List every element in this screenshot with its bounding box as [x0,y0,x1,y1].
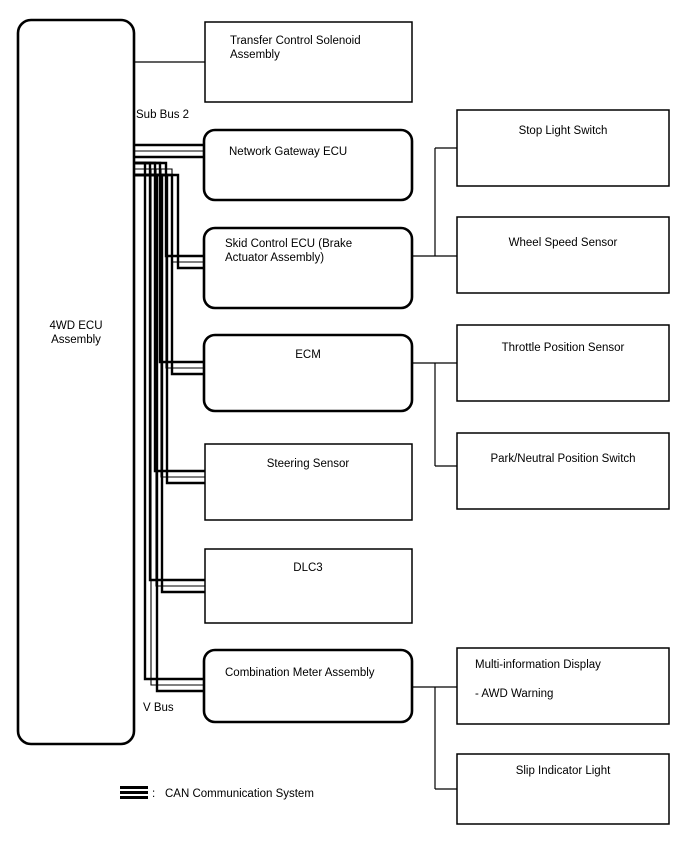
wire-combination-meter-branch [412,686,457,790]
node-skid-control-ecu[interactable]: Skid Control ECU (Brake Actuator Assembl… [202,226,414,310]
skid-control-ecu-box[interactable] [202,226,414,310]
node-slip-indicator-light[interactable]: Slip Indicator Light [456,753,670,825]
transfer-control-solenoid-box[interactable] [204,21,413,103]
sub-bus-2-label: Sub Bus 2 [136,109,189,121]
multi-information-display-label-line1: Multi-information Display [475,659,601,671]
throttle-position-sensor-label: Throttle Position Sensor [502,342,625,354]
combination-meter-label: Combination Meter Assembly [225,667,375,679]
legend: : CAN Communication System [120,786,314,800]
node-multi-information-display[interactable]: Multi-information Display - AWD Warning [456,647,670,725]
v-bus-label: V Bus [143,702,174,714]
node-combination-meter-assembly[interactable]: Combination Meter Assembly [202,648,414,724]
4wd-ecu-box[interactable] [16,18,136,746]
dlc3-box[interactable] [204,548,413,624]
node-network-gateway-ecu[interactable]: Network Gateway ECU [202,128,414,202]
node-stop-light-switch[interactable]: Stop Light Switch [456,109,670,187]
stop-light-switch-box[interactable] [456,109,670,187]
node-wheel-speed-sensor[interactable]: Wheel Speed Sensor [456,216,670,294]
wire-ecm-branch [412,362,457,467]
node-throttle-position-sensor[interactable]: Throttle Position Sensor [456,324,670,402]
can-bus-run-combination-meter [134,161,205,693]
node-ecm[interactable]: ECM [202,333,414,413]
slip-indicator-light-label: Slip Indicator Light [516,765,611,777]
can-bus-triple-line-symbol [120,786,148,799]
node-transfer-control-solenoid-assembly[interactable]: Transfer Control Solenoid Assembly [204,21,413,103]
node-4wd-ecu-assembly[interactable]: 4WD ECU Assembly [16,18,136,746]
park-neutral-position-switch-box[interactable] [456,432,670,510]
legend-separator: : [152,788,155,800]
ecm-box[interactable] [202,333,414,413]
multi-information-display-box[interactable] [456,647,670,725]
ecm-label: ECM [295,349,321,361]
wheel-speed-sensor-label: Wheel Speed Sensor [509,237,618,249]
steering-sensor-box[interactable] [204,443,413,521]
transfer-control-solenoid-label-line2: Assembly [230,49,280,61]
dlc3-label: DLC3 [293,562,322,574]
node-dlc3[interactable]: DLC3 [204,548,413,624]
node-park-neutral-position-switch[interactable]: Park/Neutral Position Switch [456,432,670,510]
wire-skid-control-branch [412,147,457,257]
legend-text: CAN Communication System [165,788,314,800]
wheel-speed-sensor-box[interactable] [456,216,670,294]
node-steering-sensor[interactable]: Steering Sensor [204,443,413,521]
skid-control-ecu-label-line2: Actuator Assembly) [225,252,324,264]
throttle-position-sensor-box[interactable] [456,324,670,402]
network-gateway-ecu-label: Network Gateway ECU [229,146,347,158]
network-gateway-ecu-box[interactable] [202,128,414,202]
combination-meter-box[interactable] [202,648,414,724]
slip-indicator-light-box[interactable] [456,753,670,825]
4wd-ecu-label-line1: 4WD ECU [49,320,102,332]
can-bus-run-network-gateway [134,143,205,159]
skid-control-ecu-label-line1: Skid Control ECU (Brake [225,238,352,250]
steering-sensor-label: Steering Sensor [267,458,350,470]
4wd-ecu-label-line2: Assembly [51,334,101,346]
transfer-control-solenoid-label-line1: Transfer Control Solenoid [230,35,361,47]
stop-light-switch-label: Stop Light Switch [519,125,608,137]
multi-information-display-label-line2: - AWD Warning [475,688,553,700]
park-neutral-position-switch-label: Park/Neutral Position Switch [490,453,635,465]
